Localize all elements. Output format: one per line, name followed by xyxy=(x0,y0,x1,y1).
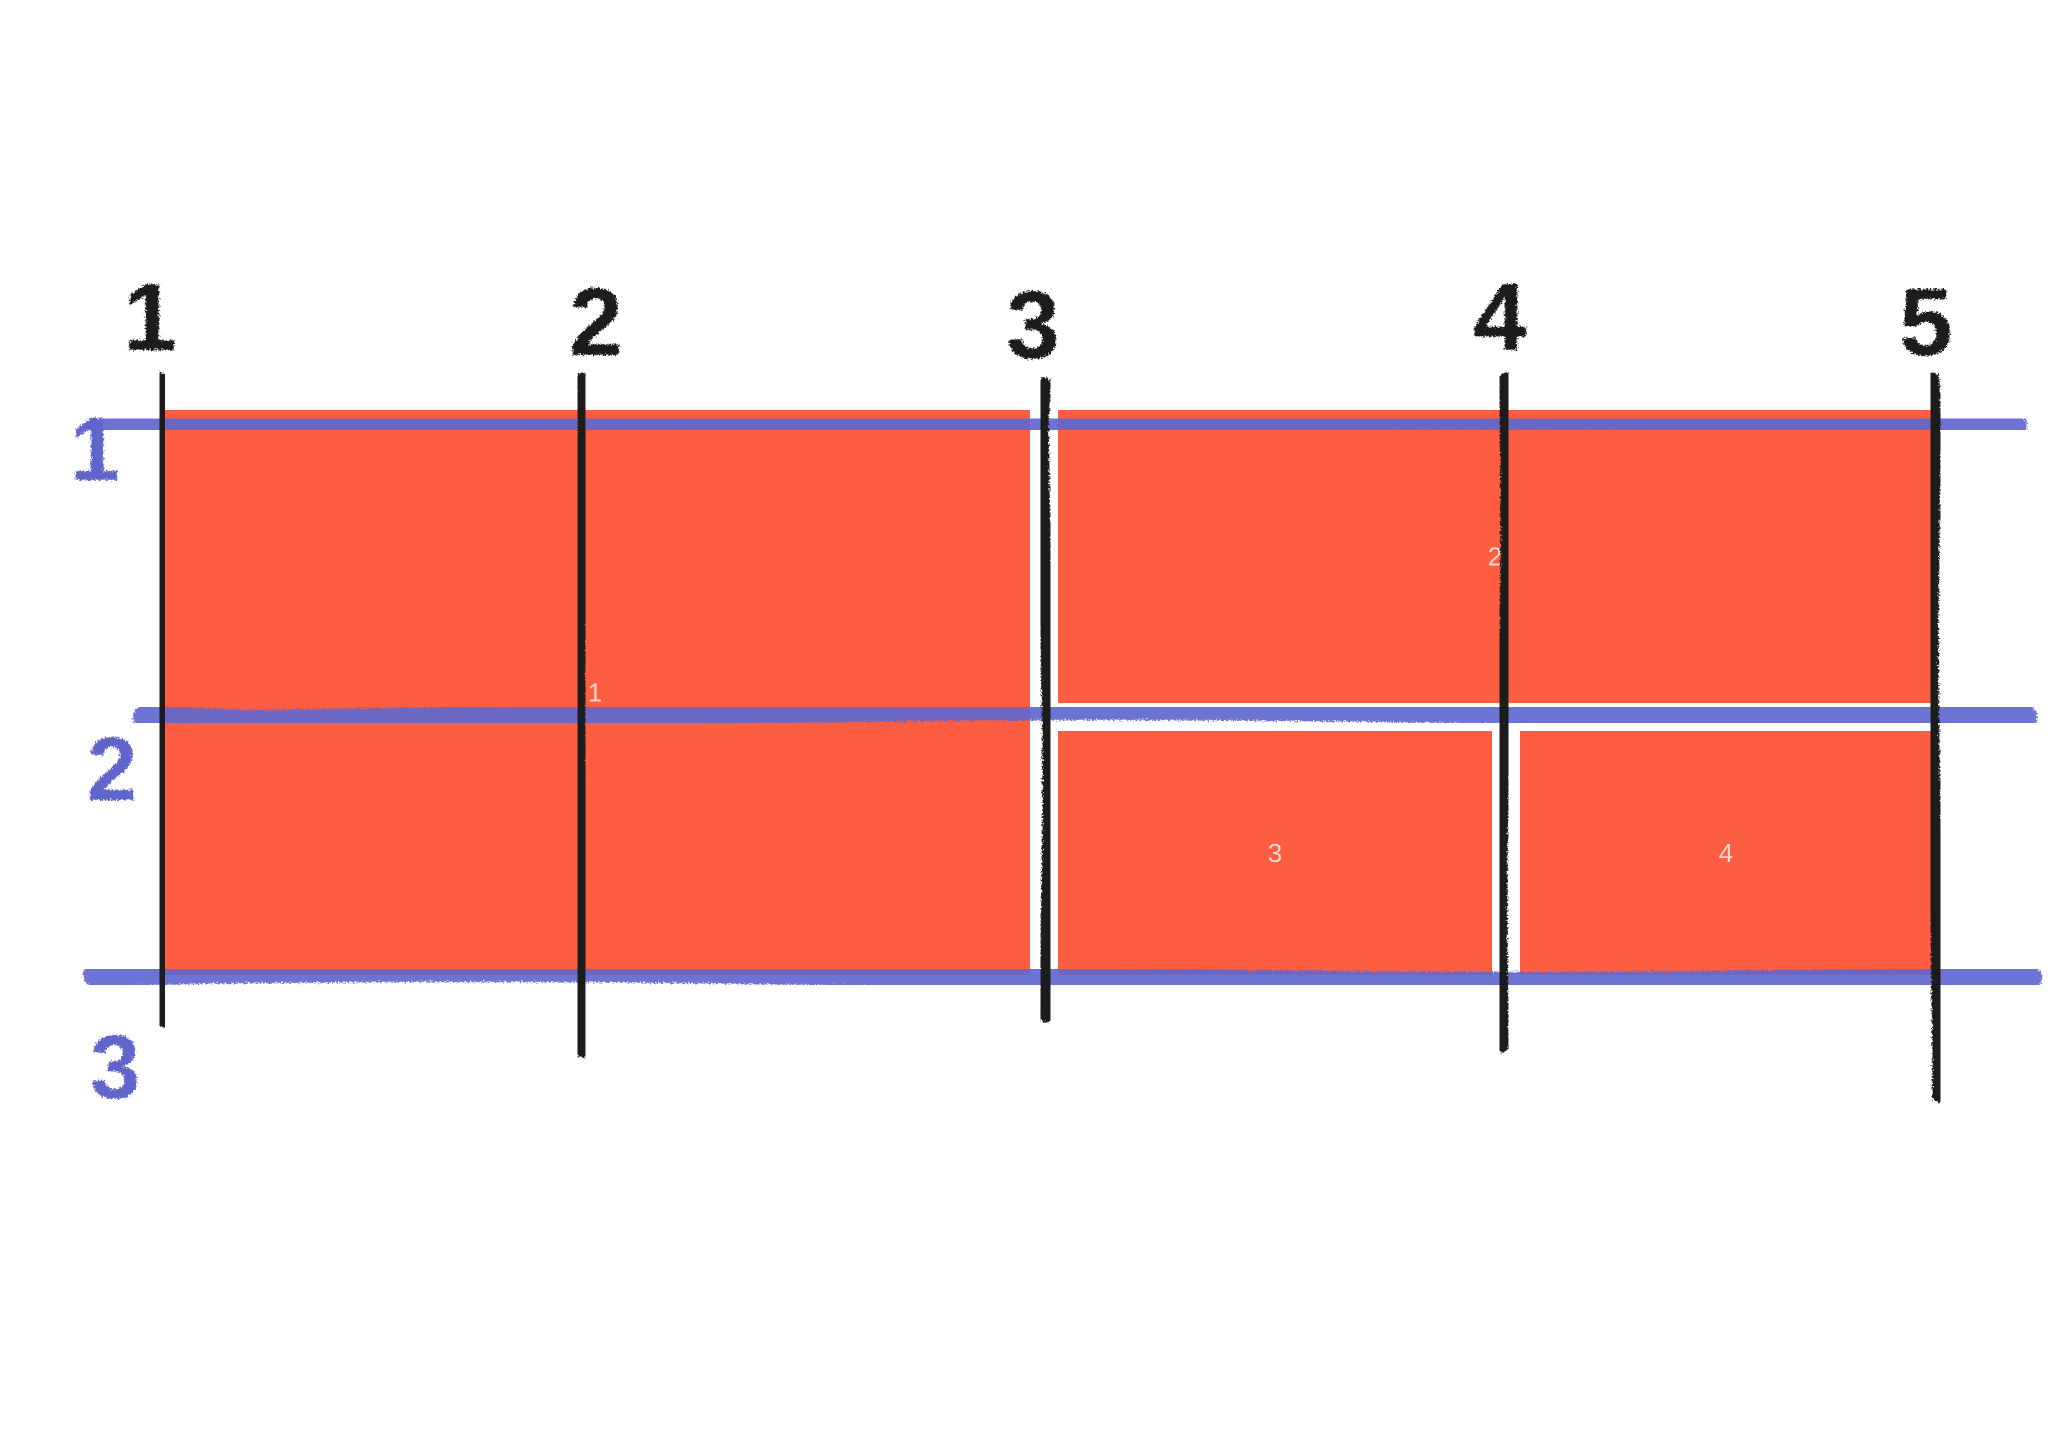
column-line-number-3: 3 xyxy=(1006,272,1059,379)
column-line-number-5: 5 xyxy=(1899,269,1952,376)
grid-item-label-3: 3 xyxy=(1268,838,1282,868)
column-line-number-4: 4 xyxy=(1473,264,1526,371)
column-line-1 xyxy=(152,372,173,1028)
grid-item-label-4: 4 xyxy=(1719,838,1733,868)
row-line-3 xyxy=(83,957,2042,996)
column-line-numbers: 1 2 3 4 5 xyxy=(123,264,1952,379)
grid-item-1 xyxy=(160,410,1030,975)
column-grid-lines xyxy=(152,372,1948,1103)
row-line-numbers: 1 2 3 xyxy=(70,400,140,1118)
row-line-number-3: 3 xyxy=(90,1018,140,1118)
column-line-5 xyxy=(1923,372,1948,1103)
grid-items: 1 2 3 4 xyxy=(160,410,1932,975)
column-line-3 xyxy=(1033,377,1058,1023)
grid-item-label-2: 2 xyxy=(1488,542,1502,572)
column-line-number-2: 2 xyxy=(569,269,622,376)
column-line-2 xyxy=(570,372,593,1058)
grid-item-4 xyxy=(1520,731,1932,975)
row-grid-lines xyxy=(83,407,2042,996)
column-line-4 xyxy=(1492,372,1516,1053)
grid-item-label-1: 1 xyxy=(588,678,602,708)
row-line-1 xyxy=(98,407,2027,442)
column-line-number-1: 1 xyxy=(123,264,176,371)
row-line-number-2: 2 xyxy=(87,720,137,820)
grid-item-2 xyxy=(1058,410,1932,703)
grid-item-3 xyxy=(1058,731,1492,975)
row-line-2 xyxy=(133,696,2037,735)
row-line-number-1: 1 xyxy=(70,400,120,500)
